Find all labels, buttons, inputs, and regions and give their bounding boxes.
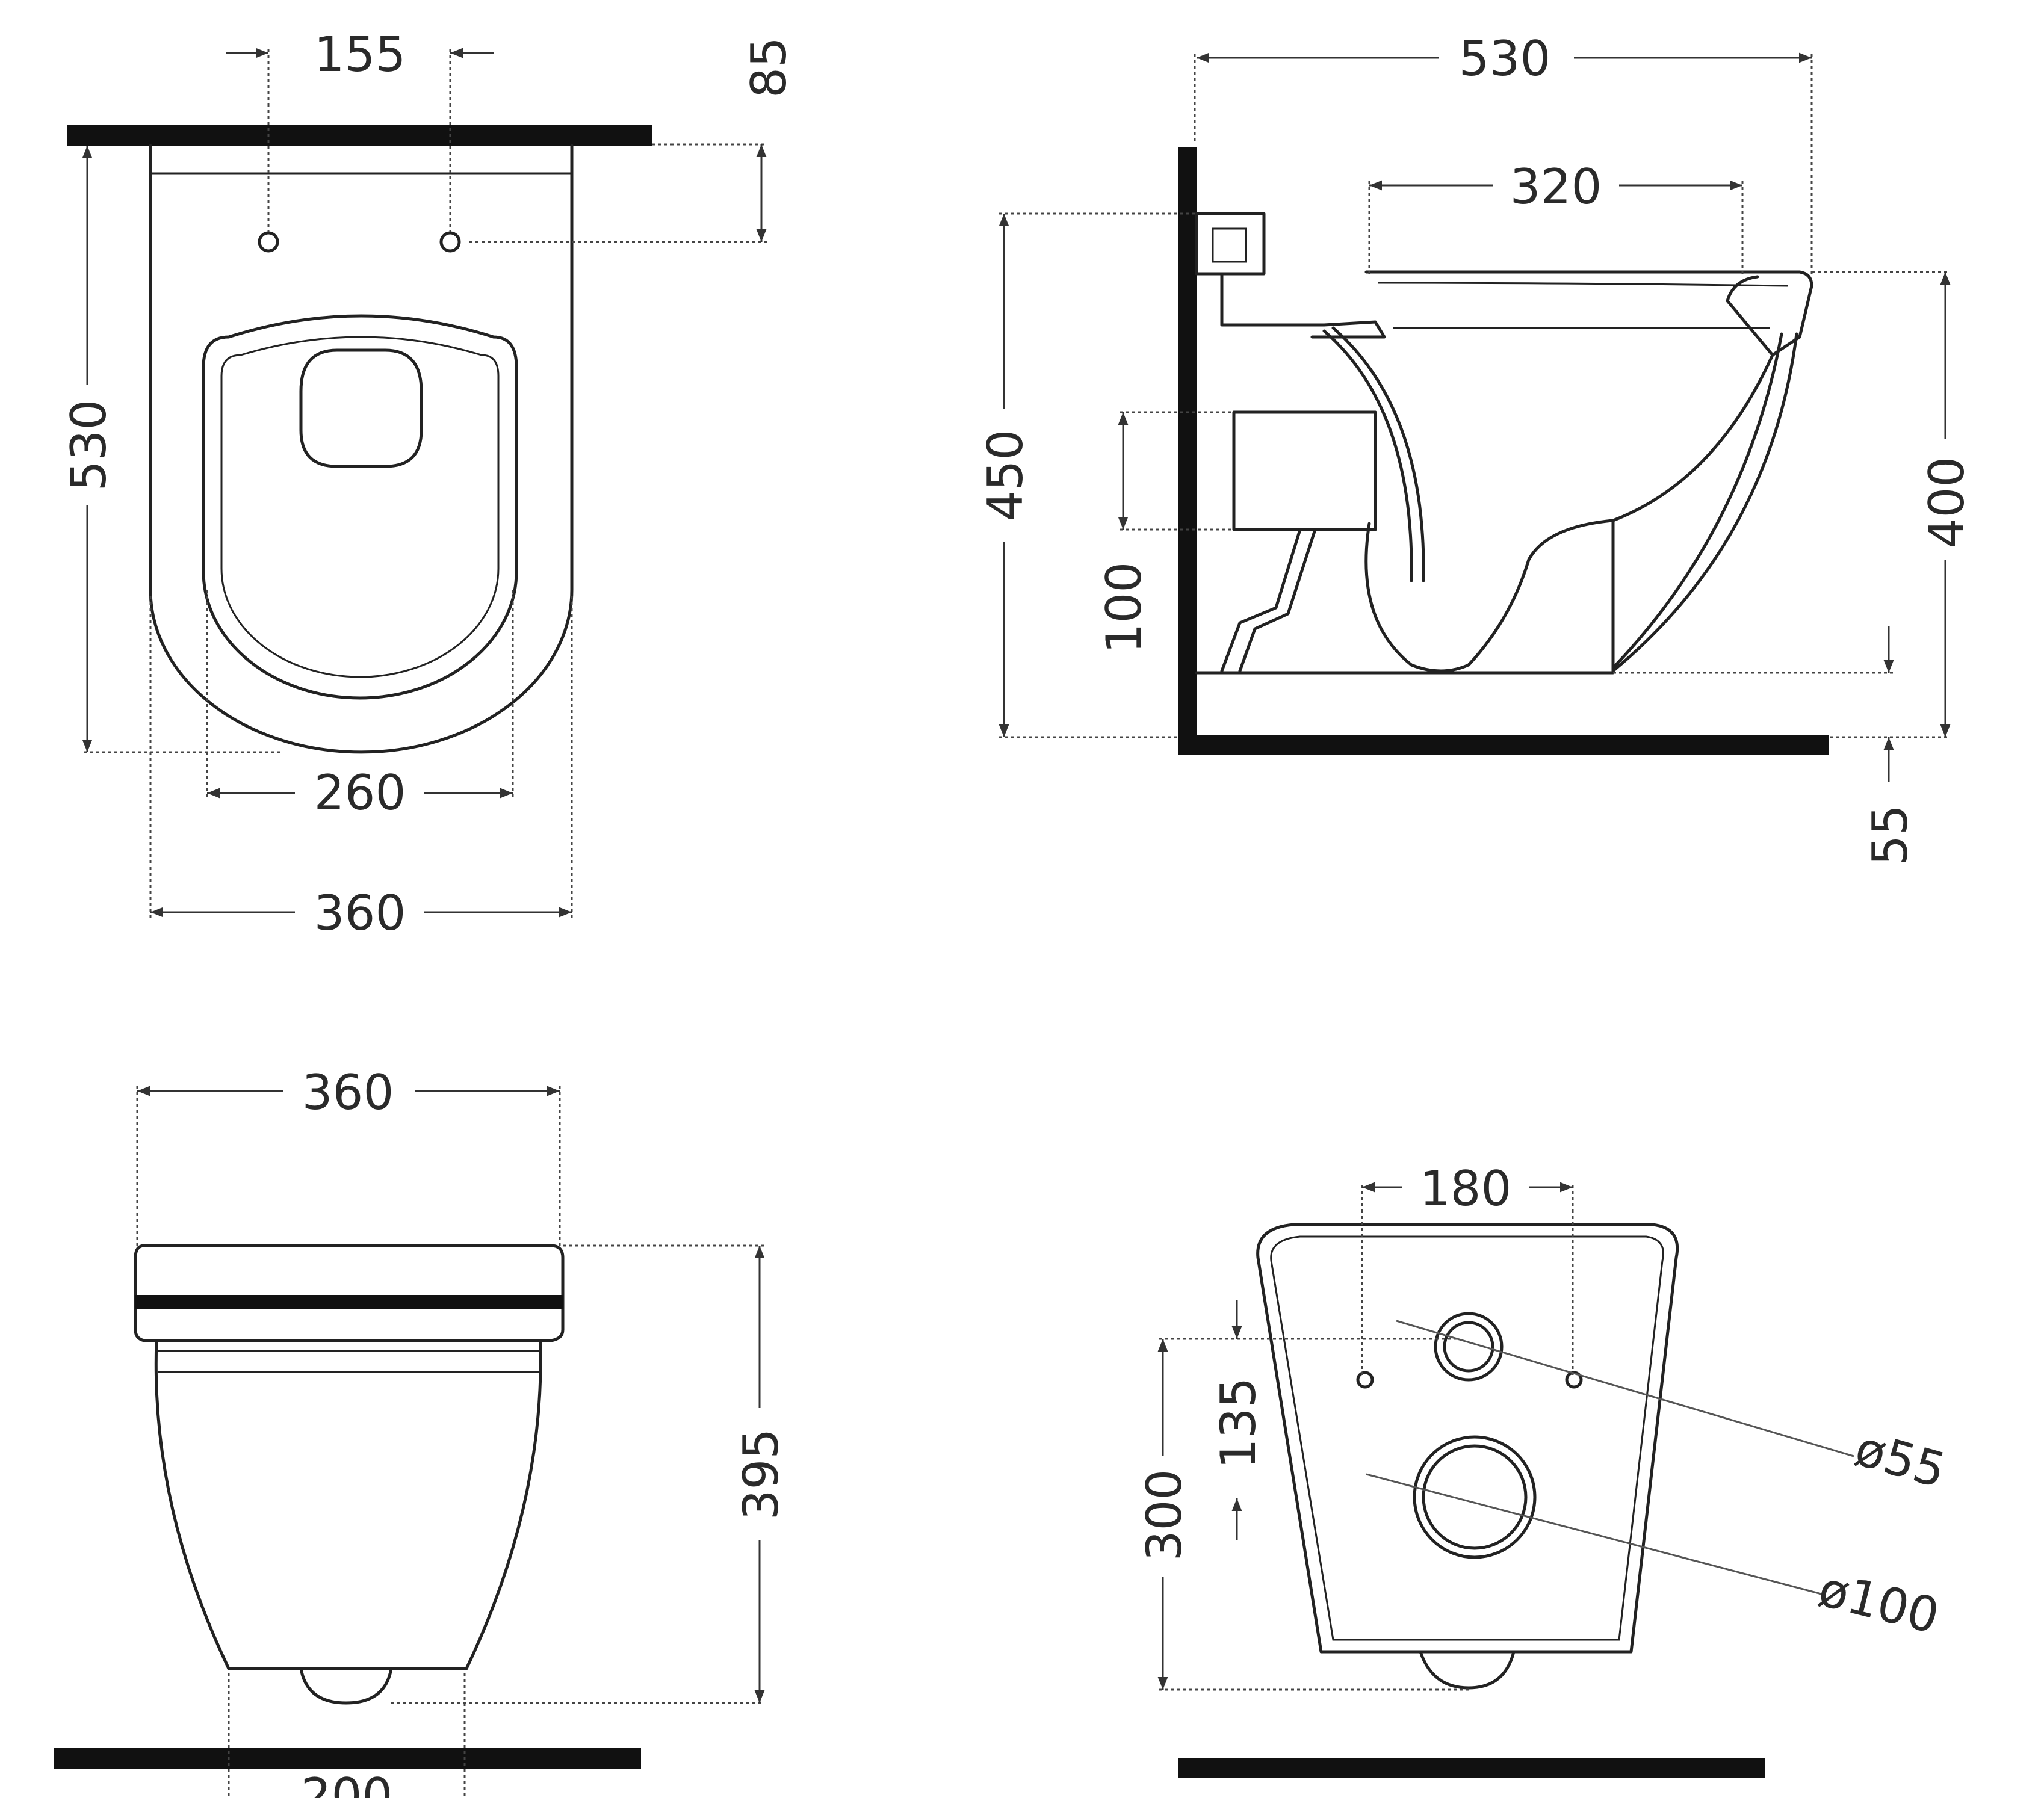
front-view-bowl-outline: [134, 1244, 565, 1705]
dim-55: 55: [1862, 805, 1918, 866]
side-view: 530 320 450 100 400 55: [975, 27, 1975, 866]
dim-diameter-100: ø100: [1813, 1561, 1945, 1645]
bolt-hole-left: [258, 231, 279, 253]
side-view-bowl-outline: [1195, 212, 1813, 675]
side-view-wall: [1178, 147, 1197, 755]
top-view-bowl-outline: [149, 144, 574, 754]
bolt-hole-right: [439, 231, 461, 253]
front-view-wall: [54, 1748, 641, 1769]
outlet-hole: [1413, 1435, 1537, 1559]
dim-360-top: 360: [314, 885, 406, 941]
dim-100: 100: [1096, 562, 1152, 654]
side-view-floor: [1178, 735, 1829, 755]
dim-530-side: 530: [1459, 31, 1551, 87]
back-view: 180 135 300 ø55 ø100: [1136, 1161, 1952, 1778]
inlet-hole: [1434, 1312, 1504, 1382]
back-view-wall: [1178, 1758, 1765, 1778]
dim-300: 300: [1136, 1469, 1192, 1562]
dim-85: 85: [741, 37, 797, 98]
back-bolt-left: [1356, 1371, 1374, 1389]
dim-395: 395: [733, 1429, 789, 1521]
dim-135: 135: [1210, 1377, 1266, 1469]
dim-360-front: 360: [302, 1064, 394, 1120]
dim-180: 180: [1420, 1161, 1512, 1217]
front-view: 360 395 200: [54, 1062, 789, 1798]
top-view-wall: [67, 125, 652, 146]
dim-320: 320: [1510, 159, 1602, 215]
back-view-outline: [1256, 1223, 1679, 1690]
dim-400: 400: [1919, 457, 1975, 549]
dim-155: 155: [314, 26, 406, 82]
top-view: 155 85 530 260 360: [61, 26, 797, 941]
dim-diameter-55: ø55: [1849, 1420, 1952, 1499]
dim-530-top: 530: [61, 400, 117, 492]
dim-260: 260: [314, 765, 406, 821]
dim-450: 450: [977, 430, 1033, 522]
dim-200: 200: [301, 1768, 393, 1798]
